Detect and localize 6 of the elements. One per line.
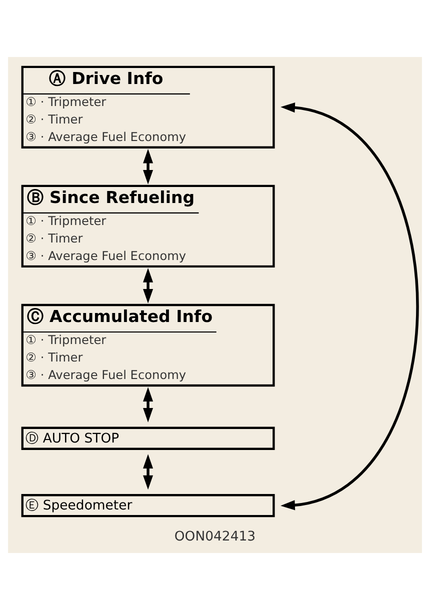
arrow	[143, 148, 154, 184]
arrow	[143, 387, 154, 422]
arrow	[143, 268, 154, 304]
caption: OON042413	[174, 529, 256, 544]
arrow	[280, 102, 419, 510]
arrow	[143, 454, 154, 490]
